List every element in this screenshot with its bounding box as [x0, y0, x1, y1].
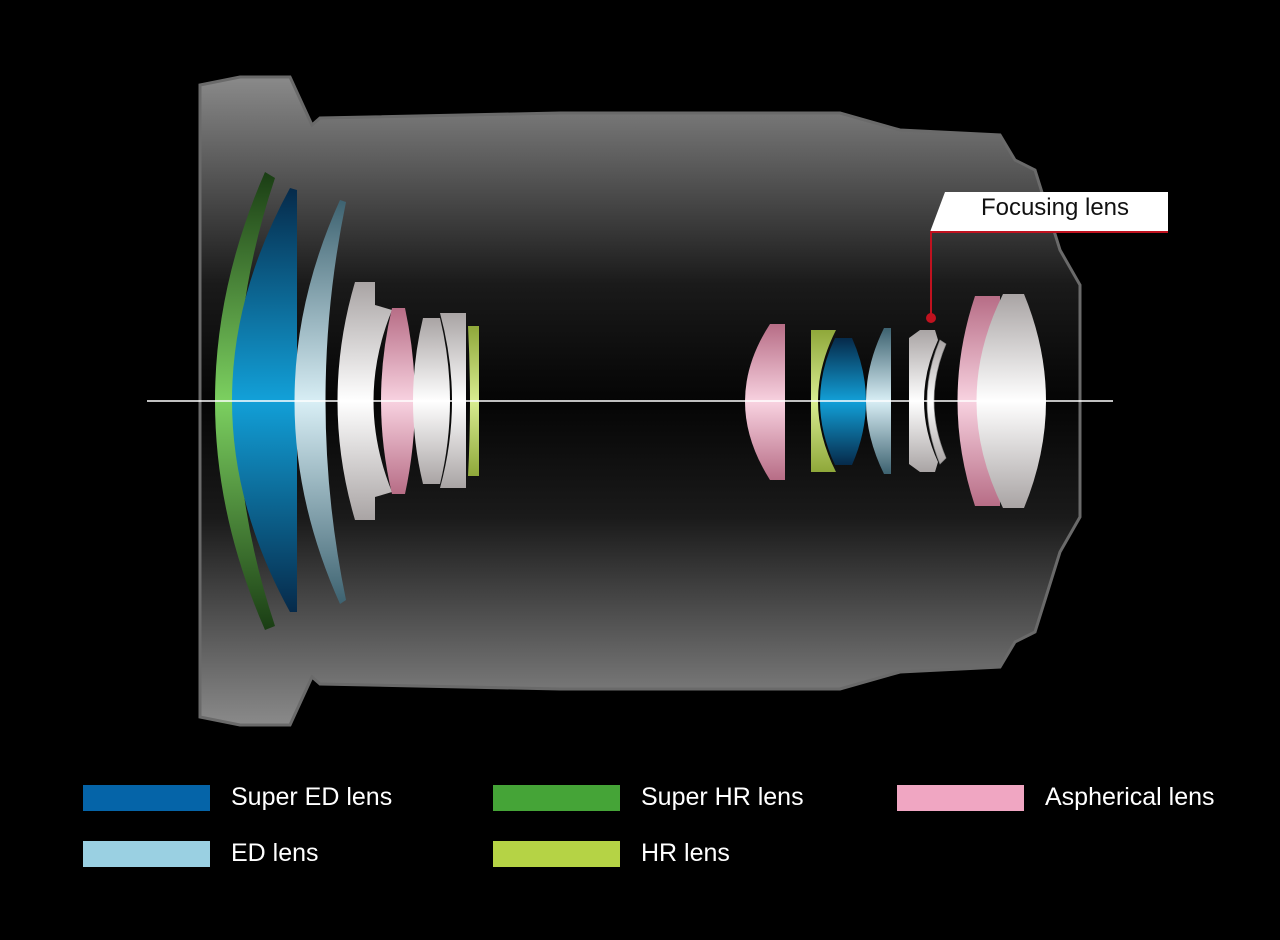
- legend-label: Super HR lens: [641, 783, 804, 811]
- focusing-lens-callout-box: [930, 192, 1168, 232]
- legend-swatch: [83, 784, 210, 811]
- focusing-lens-element: [926, 339, 947, 465]
- legend-item-super-ed: Super ED lens: [83, 783, 392, 812]
- aspherical-lens-element: [745, 324, 785, 480]
- legend-item-hr: HR lens: [493, 839, 730, 868]
- legend-label: Aspherical lens: [1045, 783, 1215, 811]
- legend-item-ed: ED lens: [83, 839, 319, 868]
- legend-swatch: [83, 840, 210, 867]
- callout-dot: [926, 313, 936, 323]
- legend-item-aspherical: Aspherical lens: [897, 783, 1215, 812]
- ed-lens-element: [294, 200, 346, 604]
- focusing-lens-label: Focusing lens: [980, 194, 1130, 221]
- super-hr-lens-element: [215, 172, 275, 630]
- legend-swatch: [493, 840, 620, 867]
- legend-item-super-hr: Super HR lens: [493, 783, 804, 812]
- hr-lens-element: [811, 330, 836, 472]
- legend-swatch: [897, 784, 1024, 811]
- legend-swatch: [493, 784, 620, 811]
- super-ed-lens-element: [232, 188, 297, 612]
- legend-label: ED lens: [231, 839, 319, 867]
- legend-label: Super ED lens: [231, 783, 393, 811]
- legend-label: HR lens: [641, 839, 730, 867]
